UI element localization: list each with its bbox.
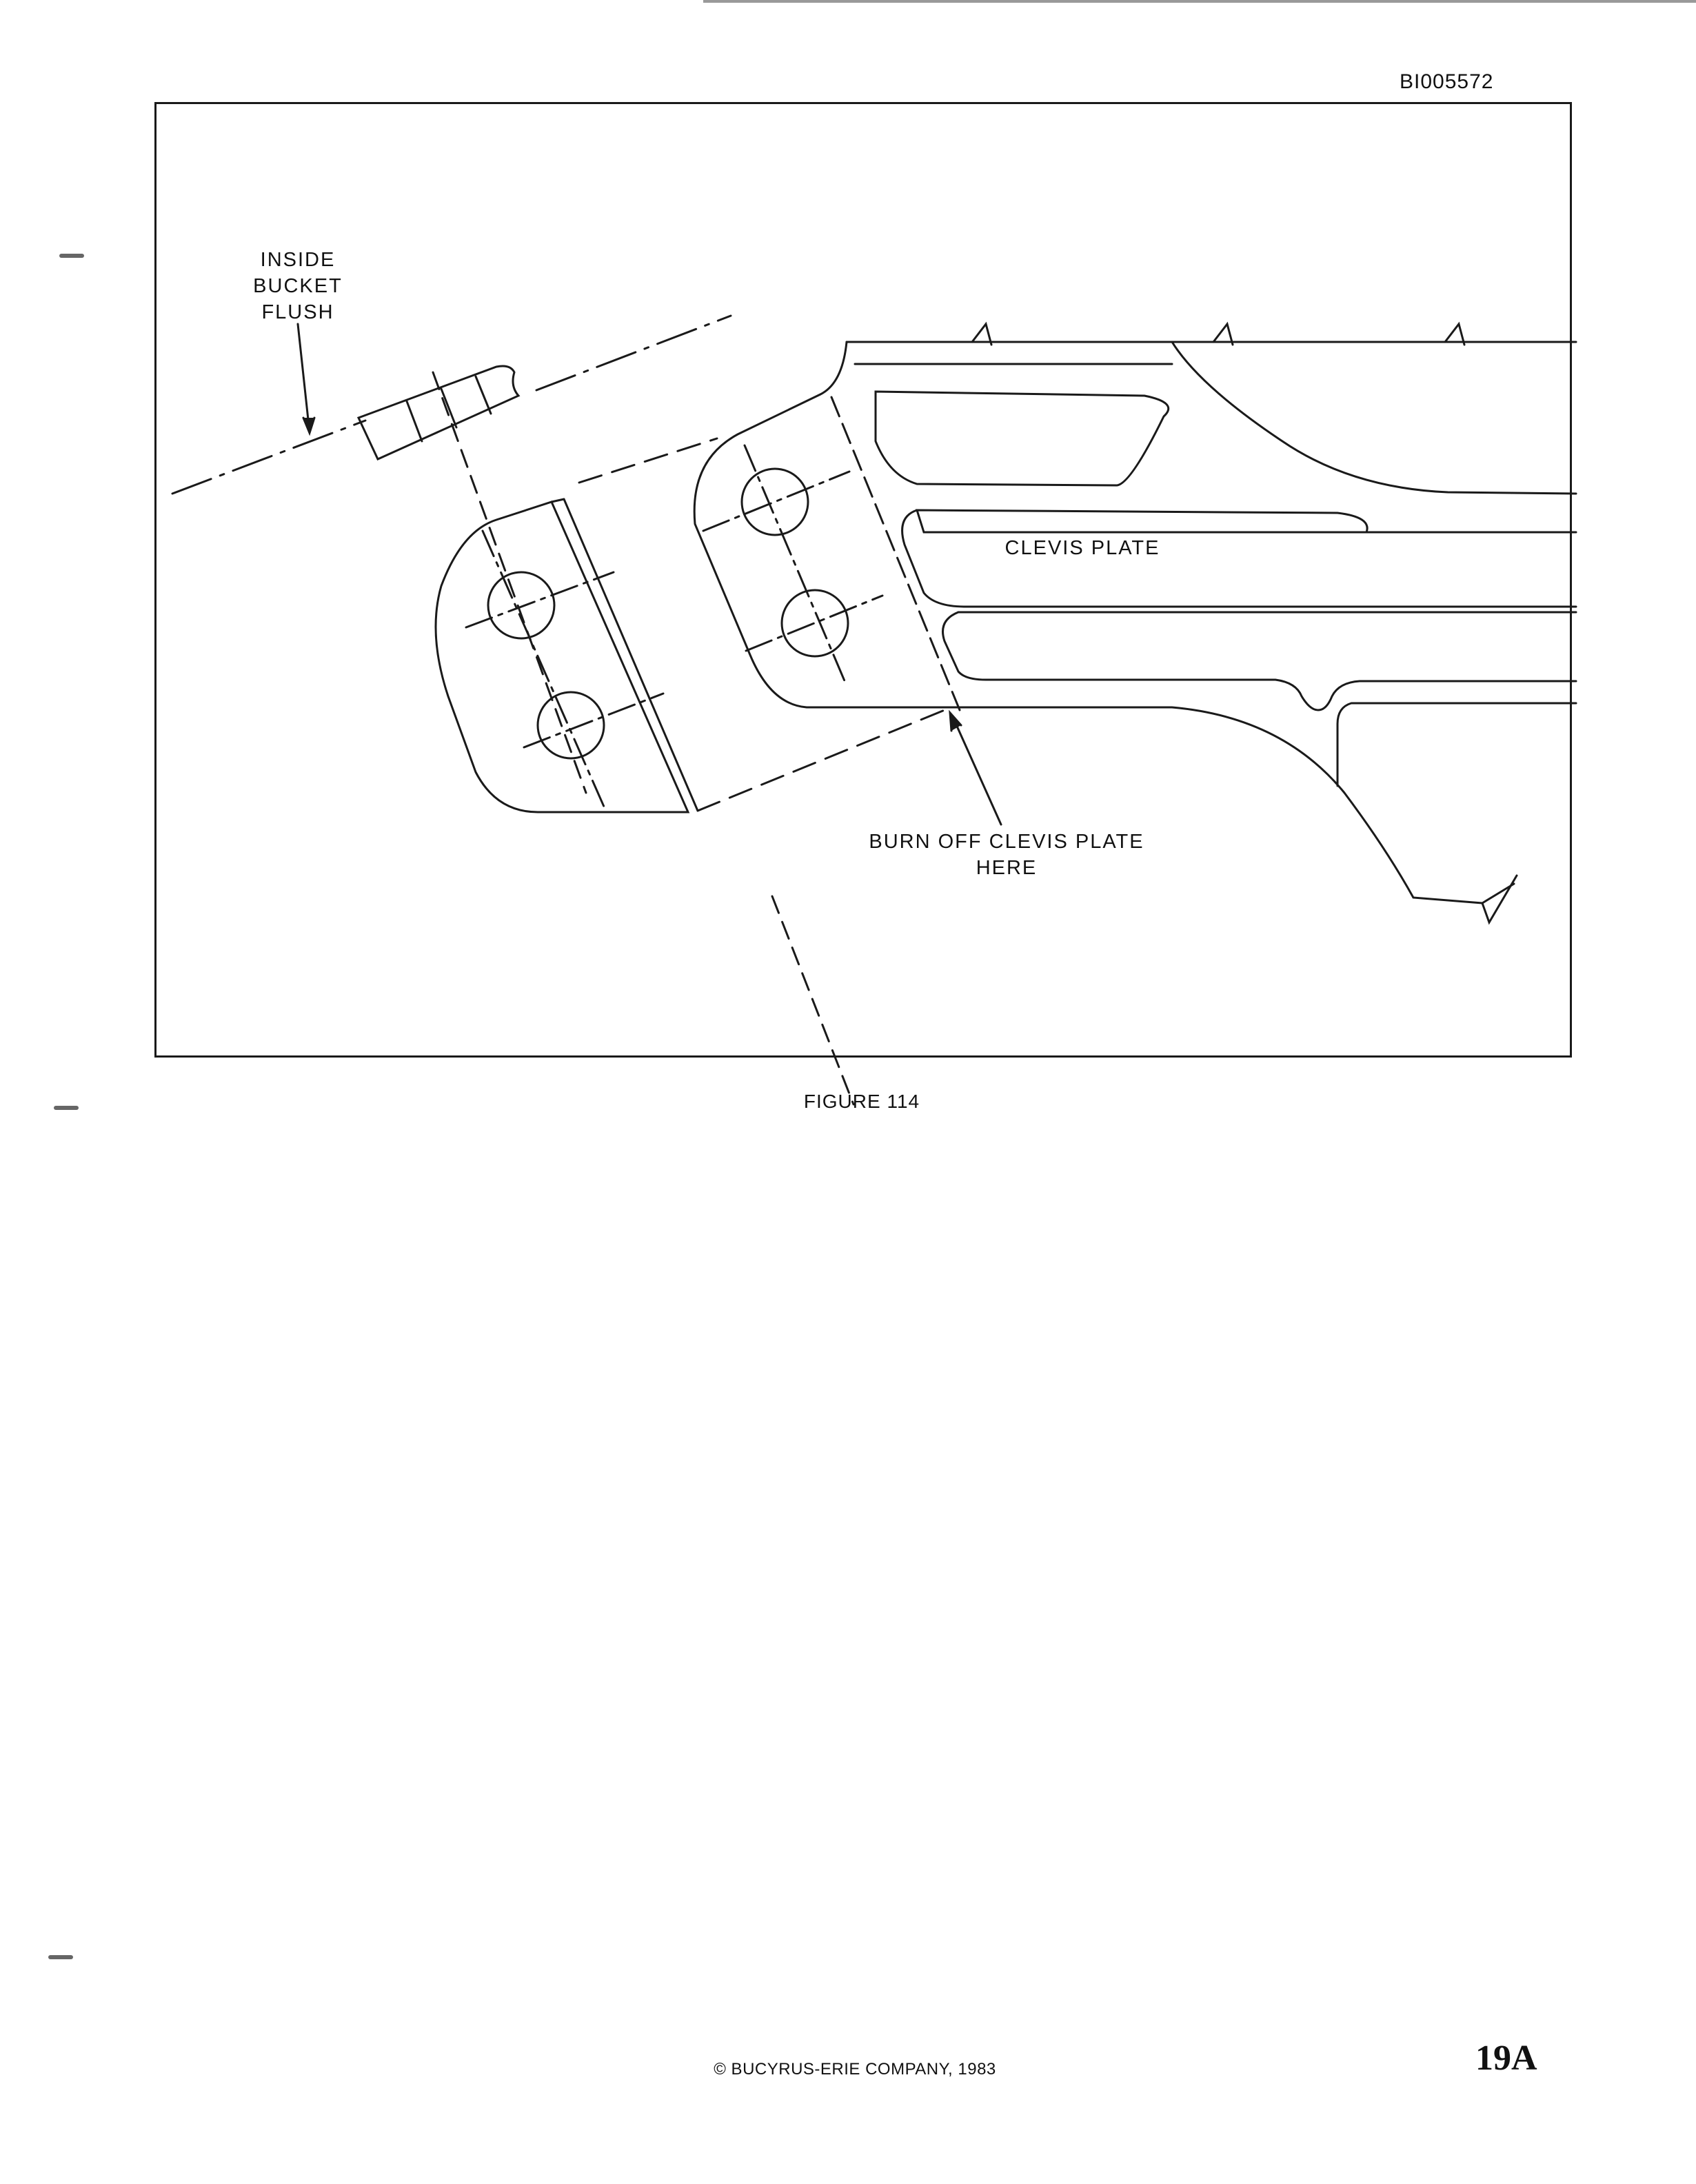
scan-edge-line <box>703 0 1696 3</box>
burn-off-label: BURN OFF CLEVIS PLATE HERE <box>848 829 1165 881</box>
bucket-reference-line <box>171 314 732 495</box>
copyright-notice: © BUCYRUS-ERIE COMPANY, 1983 <box>714 2060 996 2079</box>
burn-line <box>830 396 961 711</box>
scan-mark <box>48 1955 73 1959</box>
inside-bucket-flush-label: INSIDE BUCKET FLUSH <box>229 247 367 325</box>
main-clevis-plate <box>693 321 1577 925</box>
bucket-stub-plate <box>356 365 521 461</box>
figure-frame <box>154 102 1572 1058</box>
label-line: INSIDE <box>260 249 336 271</box>
page-number: 19A <box>1475 2039 1537 2078</box>
center-lines <box>432 371 855 1106</box>
document-id: BI005572 <box>1400 70 1494 93</box>
clevis-plate-label: CLEVIS PLATE <box>1005 537 1160 559</box>
phantom-outline <box>578 437 946 812</box>
scan-mark <box>59 254 84 258</box>
label-line: BURN OFF CLEVIS PLATE <box>869 831 1144 853</box>
label-line: HERE <box>976 857 1038 879</box>
figure-caption: FIGURE 114 <box>803 1091 920 1112</box>
label-line: BUCKET <box>253 275 343 297</box>
leader-arrows <box>296 323 1002 826</box>
detached-clevis-piece <box>434 498 699 813</box>
scan-mark <box>54 1106 79 1110</box>
label-line: FLUSH <box>261 301 334 323</box>
